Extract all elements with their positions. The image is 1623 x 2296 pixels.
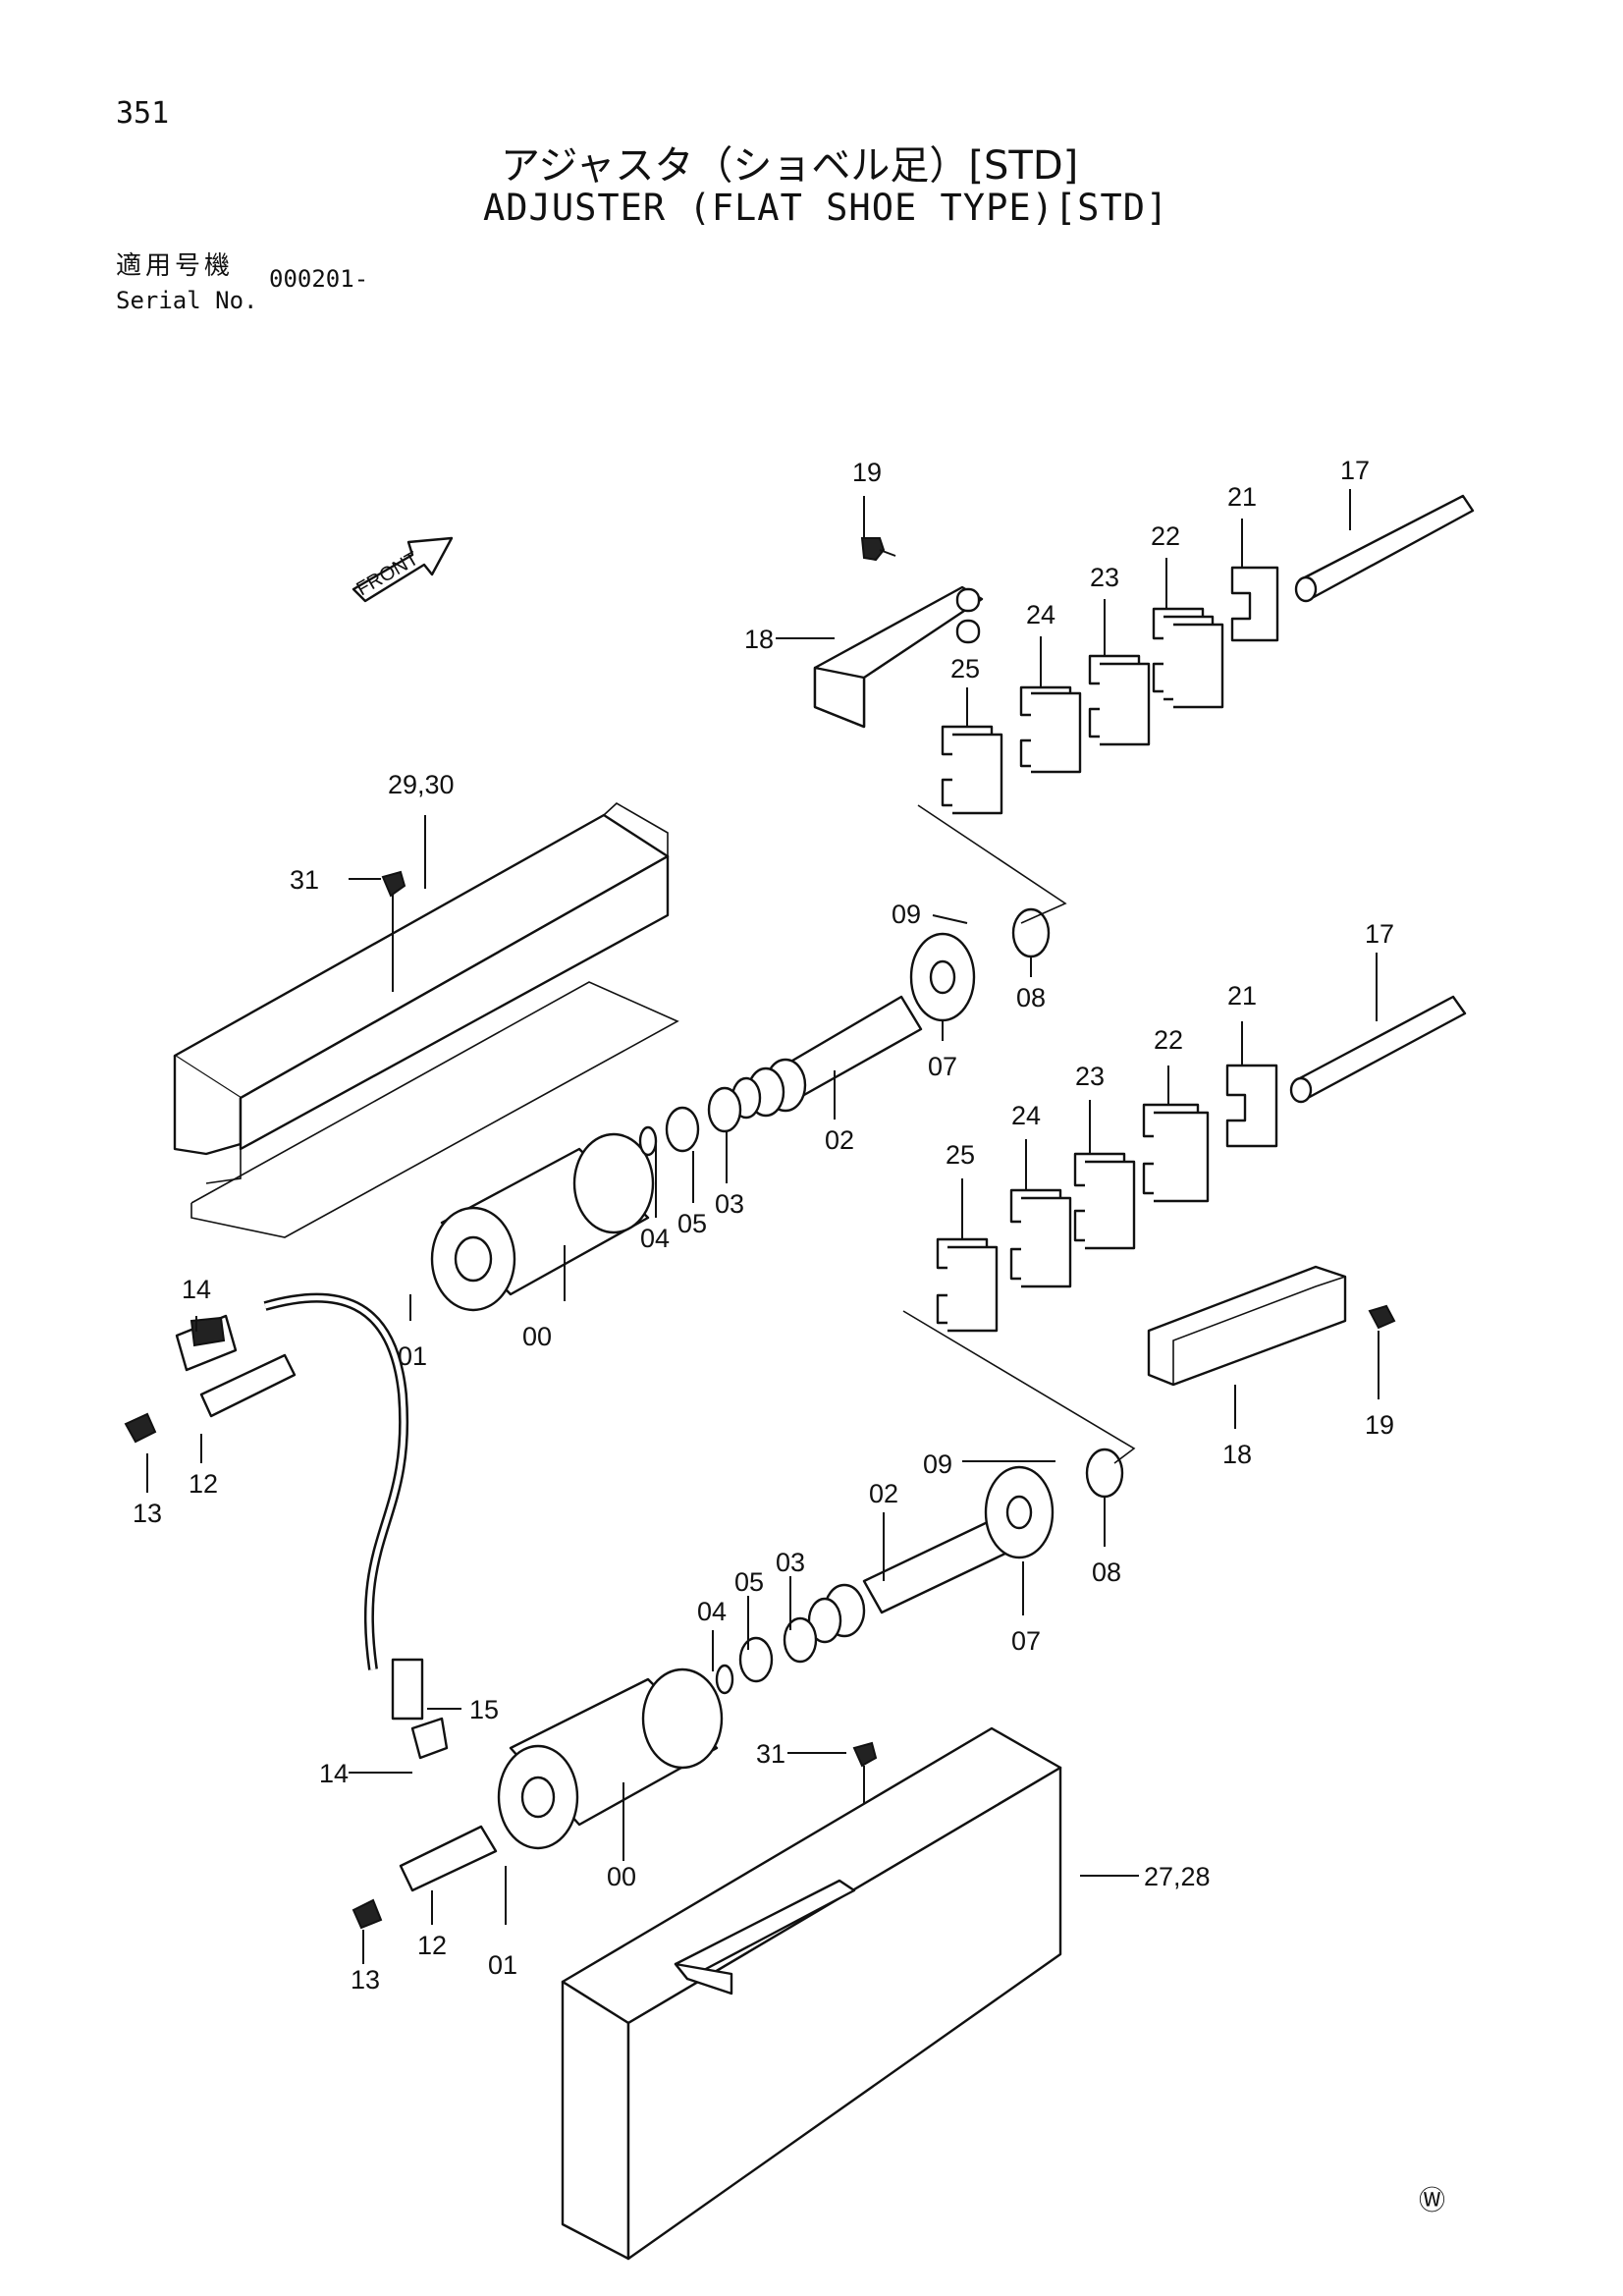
callout-24-upper: 24 [1026, 600, 1055, 629]
lower-rings-03-05 [715, 1616, 818, 1695]
callout-25-upper: 25 [950, 654, 980, 683]
upper-rod-02 [730, 995, 923, 1120]
upper-bracket-18 [813, 585, 984, 729]
lower-cover-27-28 [561, 1726, 1062, 2261]
upper-bolt-31 [381, 870, 406, 992]
callout-21-upper: 21 [1227, 482, 1257, 512]
lower-bracket-18 [1147, 1265, 1347, 1387]
callout-labels: 19 17 21 22 23 24 25 18 29,30 31 09 08 0… [133, 456, 1394, 1995]
lower-pin-17 [1289, 995, 1467, 1104]
page-number: 351 [116, 96, 170, 131]
callout-31-lower: 31 [756, 1739, 785, 1769]
callout-05-upper: 05 [677, 1209, 707, 1238]
callout-09-upper: 09 [892, 900, 921, 929]
callout-07-upper: 07 [928, 1052, 957, 1081]
callout-01-lower: 01 [488, 1950, 517, 1980]
callout-02-upper: 02 [825, 1125, 854, 1155]
callout-17-lower: 17 [1365, 919, 1394, 949]
callout-00-lower: 00 [607, 1862, 636, 1891]
lower-bolt-19 [1368, 1304, 1396, 1330]
upper-fitting-12-13-14 [124, 1314, 297, 1444]
callout-22-upper: 22 [1151, 521, 1180, 551]
callout-03-lower: 03 [776, 1548, 805, 1577]
callout-18-lower: 18 [1222, 1440, 1252, 1469]
footer-w-mark: Ⓦ [1419, 2186, 1445, 2215]
callout-13-upper: 13 [133, 1499, 162, 1528]
callout-24-lower: 24 [1011, 1101, 1041, 1130]
callout-01-upper: 01 [398, 1341, 427, 1371]
callout-04-upper: 04 [640, 1224, 670, 1253]
serial-label-english: Serial No. [116, 287, 258, 314]
callout-23-lower: 23 [1075, 1062, 1105, 1091]
callout-22-lower: 22 [1154, 1025, 1183, 1055]
callout-21-lower: 21 [1227, 981, 1257, 1011]
callout-23-upper: 23 [1090, 563, 1119, 592]
upper-shim-stack [941, 566, 1279, 815]
callout-19-lower: 19 [1365, 1410, 1394, 1440]
callout-17-upper: 17 [1340, 456, 1370, 485]
upper-rings-03-05 [638, 1086, 742, 1157]
callout-29-30: 29,30 [388, 770, 455, 799]
front-label: FRONT [353, 548, 423, 600]
callout-19-upper: 19 [852, 458, 882, 487]
callout-08-upper: 08 [1016, 983, 1046, 1012]
front-arrow-icon: FRONT [352, 536, 454, 603]
callout-13-lower: 13 [351, 1965, 380, 1995]
callout-02-lower: 02 [869, 1479, 898, 1508]
upper-bolt-19 [860, 537, 896, 562]
callout-07-lower: 07 [1011, 1626, 1041, 1656]
lower-fitting-12-13-14 [352, 1717, 498, 1930]
upper-flange-07 [909, 907, 1051, 1022]
callout-12-upper: 12 [189, 1469, 218, 1499]
lower-flange-07 [984, 1448, 1124, 1559]
callout-18-upper: 18 [744, 625, 774, 654]
callout-04-lower: 04 [697, 1597, 727, 1626]
callout-00-upper: 00 [522, 1322, 552, 1351]
callout-14-upper: 14 [182, 1275, 211, 1304]
callout-05-lower: 05 [734, 1567, 764, 1597]
hose-15 [263, 1292, 424, 1721]
callout-31-upper: 31 [290, 865, 319, 895]
callout-09-lower: 09 [923, 1449, 952, 1479]
callout-08-lower: 08 [1092, 1558, 1121, 1587]
title-english: ADJUSTER (FLAT SHOE TYPE)[STD] [483, 187, 1169, 229]
leader-lines [146, 489, 1380, 1964]
title-japanese: アジャスタ（ショベル足）[STD] [501, 143, 1079, 189]
callout-27-28: 27,28 [1144, 1862, 1211, 1891]
lower-cylinder-00 [497, 1667, 724, 1850]
callout-15: 15 [469, 1695, 499, 1724]
callout-25-lower: 25 [946, 1140, 975, 1170]
callout-12-lower: 12 [417, 1931, 447, 1960]
upper-cover-29-30 [173, 802, 679, 1238]
lower-shim-stack [936, 1064, 1278, 1333]
callout-14-lower: 14 [319, 1759, 349, 1788]
lower-rod-02 [807, 1518, 1011, 1644]
serial-label-japanese: 適用号機 [116, 251, 235, 281]
upper-pin-17 [1294, 494, 1475, 603]
upper-cylinder-00 [430, 1132, 655, 1312]
callout-03-upper: 03 [715, 1189, 744, 1219]
serial-number-value: 000201- [269, 265, 369, 293]
